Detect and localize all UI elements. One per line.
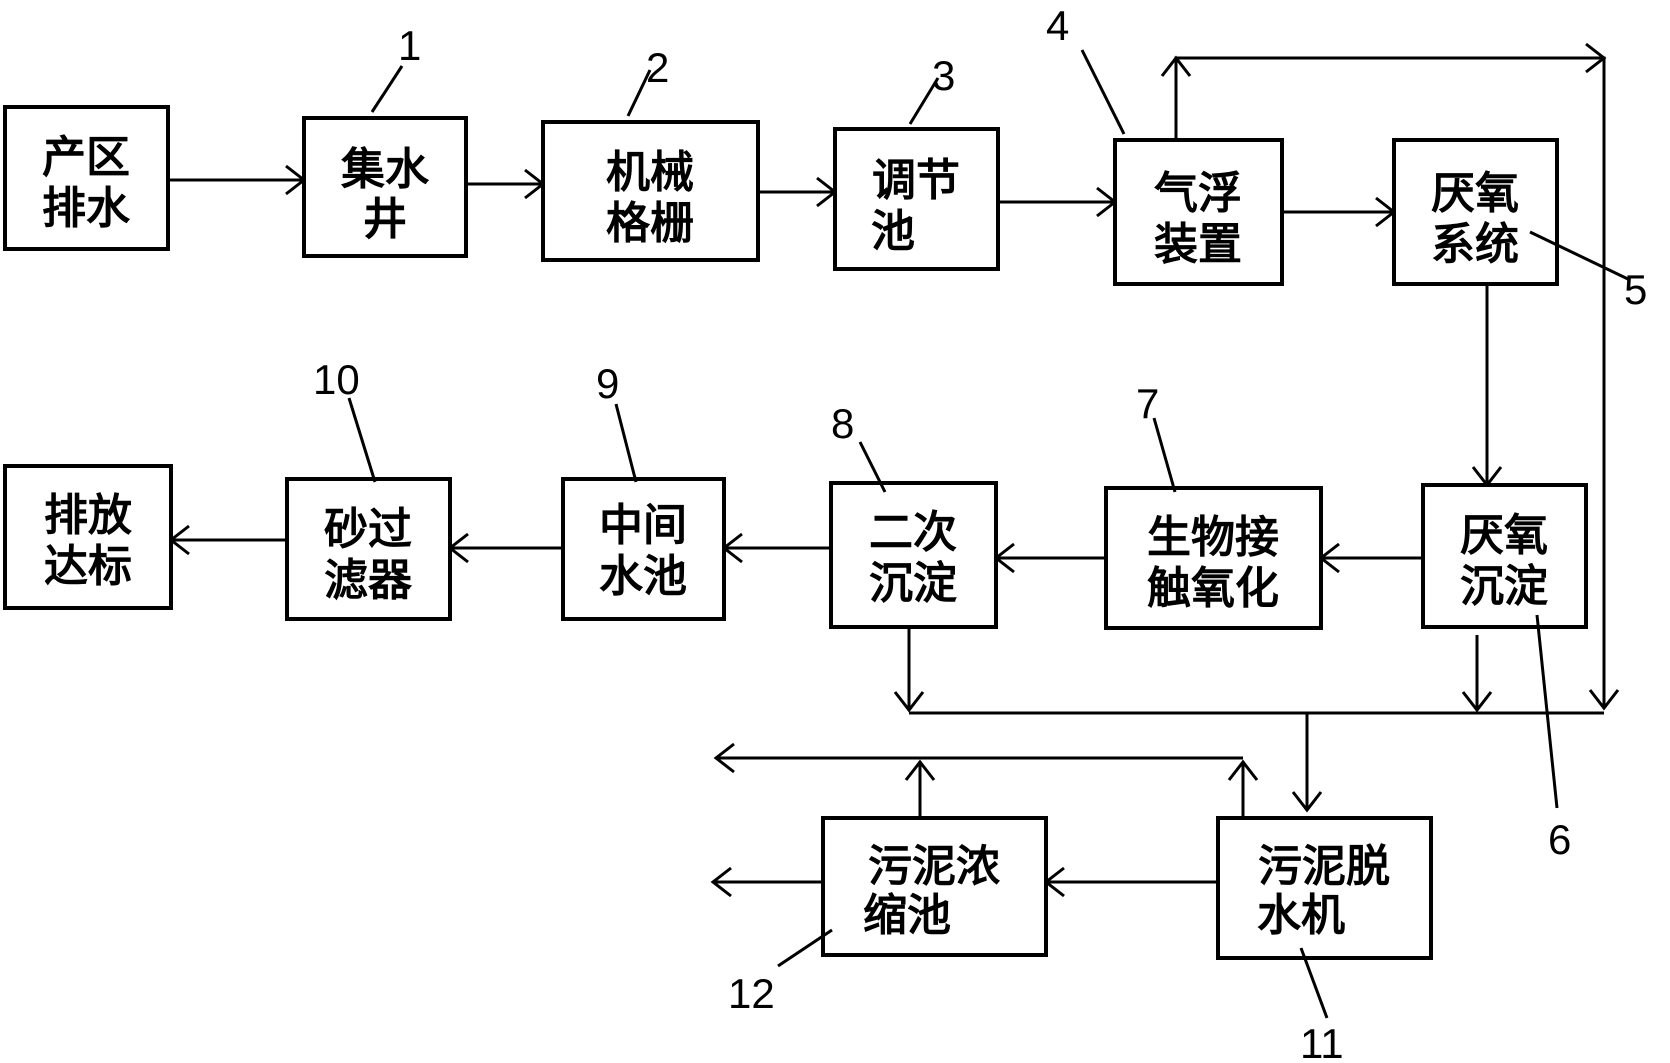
leader-6 [1535,614,1559,809]
box-anaerobic-system: 厌氧 系统 [1392,138,1559,286]
arrowhead-icon [1227,759,1259,781]
label-number-11: 11 [1300,1020,1344,1063]
flow-flotation-scum-line [1174,56,1606,708]
flow-lines [168,56,1606,884]
box-flotation-device-line1: 气浮 [1154,169,1242,218]
box-anaerobic-system-line1: 厌氧 [1431,169,1519,218]
box-middle-pool-line1: 中间 [599,501,687,550]
leader-1 [370,65,404,113]
arrowhead-icon [713,742,735,774]
leader-3 [908,77,940,125]
box-anaerobic-system-line2: 系统 [1431,220,1519,269]
label-number-2: 2 [646,44,669,91]
arrowhead-icon [904,759,936,781]
box-regulating-tank: 调节 池 [833,127,1000,271]
leader-4 [1080,49,1126,135]
arrowhead-icon [1585,42,1607,74]
label-number-1: 1 [398,22,421,69]
number-labels: 1 2 3 4 5 6 7 8 9 10 11 12 [313,2,1647,1063]
box-sand-filter-line2: 滤器 [324,556,413,605]
leader-5 [1529,230,1631,282]
leader-9 [614,403,638,483]
box-sludge-thickener: 污泥浓 缩池 [821,816,1048,957]
box-anaerobic-settling-line1: 厌氧 [1460,511,1548,560]
box-secondary-settling: 二次 沉淀 [829,481,998,629]
box-bio-contact-oxidation-line2: 触氧化 [1147,564,1279,613]
box-anaerobic-settling: 厌氧 沉淀 [1421,483,1588,629]
leader-10 [347,397,377,483]
arrowhead-icon [710,866,732,898]
box-collection-well-line2: 井 [363,195,407,244]
box-discharge: 排放 达标 [3,464,173,610]
box-sludge-dewatering-line1: 污泥脱 [1258,842,1390,891]
box-regulating-tank-line2: 池 [871,207,915,256]
arrowhead-icon [1160,55,1192,77]
box-middle-pool-line2: 水池 [599,552,687,601]
box-mechanical-grille-line1: 机械 [606,148,694,197]
box-discharge-line2: 达标 [44,542,132,591]
arrowhead-icon [1588,689,1620,711]
box-middle-pool: 中间 水池 [561,477,726,621]
box-mechanical-grille-line2: 格栅 [606,199,694,248]
arrowhead-icon [893,691,925,713]
label-number-8: 8 [831,400,854,447]
leader-8 [858,441,887,493]
box-bio-contact-oxidation: 生物接 触氧化 [1104,486,1323,630]
box-sludge-dewatering-line2: 水机 [1257,891,1345,940]
box-flotation-device-line2: 装置 [1154,220,1242,269]
box-sand-filter: 砂过 滤器 [285,477,452,621]
leader-12 [777,928,833,968]
box-sand-filter-line1: 砂过 [324,505,412,554]
leader-7 [1152,417,1177,493]
label-number-5: 5 [1624,266,1647,313]
leader-2 [626,69,652,117]
box-bio-contact-oxidation-line1: 生物接 [1147,513,1279,562]
box-mechanical-grille: 机械 格栅 [541,120,760,262]
arrowhead-icon [1461,691,1493,713]
leader-11 [1299,947,1329,1019]
box-source: 产区 排水 [3,105,170,251]
box-sludge-dewatering: 污泥脱 水机 [1216,816,1433,960]
label-number-4: 4 [1046,2,1069,49]
label-number-12: 12 [728,970,775,1017]
box-anaerobic-settling-line2: 沉淀 [1460,562,1548,611]
box-discharge-line1: 排放 [44,491,132,540]
box-source-line2: 排水 [42,184,131,233]
arrowhead-icon [1291,791,1323,813]
box-secondary-settling-line2: 沉淀 [869,559,957,608]
box-sludge-thickener-line2: 缩池 [863,891,951,940]
box-sludge-thickener-line1: 污泥浓 [868,842,1001,891]
label-number-10: 10 [313,356,360,403]
label-number-6: 6 [1548,816,1571,863]
box-secondary-settling-line1: 二次 [869,508,957,557]
box-collection-well: 集水 井 [302,116,468,258]
label-number-3: 3 [932,52,955,99]
box-regulating-tank-line1: 调节 [872,156,960,205]
leader-lines [347,49,1631,1019]
label-number-7: 7 [1136,380,1159,427]
label-number-9: 9 [596,360,619,407]
box-collection-well-line1: 集水 [340,145,430,194]
box-flotation-device: 气浮 装置 [1113,138,1284,286]
box-source-line1: 产区 [42,133,130,182]
